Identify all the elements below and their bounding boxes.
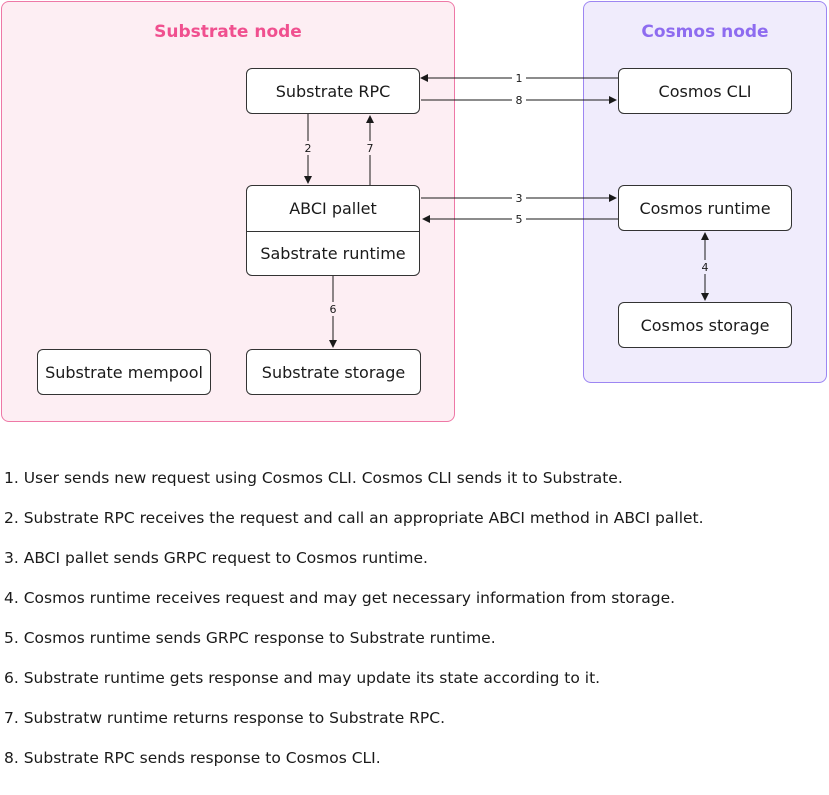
- abci-pallet-label: ABCI pallet: [289, 199, 377, 218]
- step-2: 2. Substrate RPC receives the request an…: [4, 509, 704, 527]
- cosmos-runtime-label: Cosmos runtime: [639, 198, 771, 218]
- substrate-node-title: Substrate node: [154, 22, 302, 42]
- step-4: 4. Cosmos runtime receives request and m…: [4, 589, 676, 607]
- step-5: 5. Cosmos runtime sends GRPC response to…: [4, 629, 496, 647]
- substrate-runtime-box: ABCI pallet Sabstrate runtime: [246, 185, 420, 276]
- cosmos-storage-label: Cosmos storage: [640, 315, 770, 335]
- edge-label-2: 2: [305, 142, 312, 155]
- edge-label-5: 5: [516, 213, 523, 226]
- edge-label-1: 1: [516, 72, 523, 85]
- step-8: 8. Substrate RPC sends response to Cosmo…: [4, 749, 381, 767]
- substrate-runtime-section: Sabstrate runtime: [247, 231, 419, 275]
- cosmos-cli-label: Cosmos CLI: [658, 81, 752, 101]
- substrate-storage-box: Substrate storage: [246, 349, 421, 395]
- substrate-rpc-label: Substrate RPC: [275, 81, 391, 101]
- step-6: 6. Substrate runtime gets response and m…: [4, 669, 601, 687]
- step-3: 3. ABCI pallet sends GRPC request to Cos…: [4, 549, 428, 567]
- substrate-storage-label: Substrate storage: [261, 362, 406, 382]
- edge-label-4: 4: [702, 261, 709, 274]
- substrate-mempool-label: Substrate mempool: [45, 362, 203, 382]
- cosmos-node-title: Cosmos node: [641, 22, 769, 42]
- cosmos-runtime-box: Cosmos runtime: [618, 185, 792, 231]
- substrate-rpc-box: Substrate RPC: [246, 68, 420, 114]
- flow-arrows: 1 8 2 7 3 5 4 6: [304, 72, 709, 348]
- edge-label-7: 7: [367, 142, 374, 155]
- cosmos-storage-box: Cosmos storage: [618, 302, 792, 348]
- edge-label-8: 8: [516, 94, 523, 107]
- step-1: 1. User sends new request using Cosmos C…: [4, 469, 623, 487]
- edge-label-6: 6: [330, 303, 337, 316]
- substrate-mempool-box: Substrate mempool: [37, 349, 211, 395]
- step-7: 7. Substratw runtime returns response to…: [4, 709, 446, 727]
- edge-label-3: 3: [516, 192, 523, 205]
- cosmos-cli-box: Cosmos CLI: [618, 68, 792, 114]
- substrate-runtime-label: Sabstrate runtime: [260, 243, 406, 263]
- abci-pallet-section: ABCI pallet: [247, 186, 419, 232]
